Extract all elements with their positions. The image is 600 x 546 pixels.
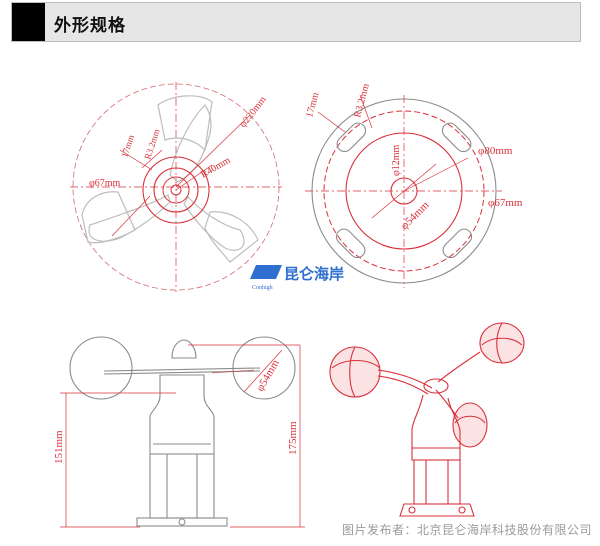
rotor-top-view — [70, 82, 282, 292]
dim-height-151: 151mm — [53, 430, 65, 464]
plate-dim-outer: φ80mm — [478, 145, 513, 157]
image-caption: 图片发布者：北京昆仑海岸科技股份有限公司 — [341, 523, 592, 537]
technical-drawings: φ220mm R40mm φ67mm 17mm R3.2mm 17mm R3.2… — [53, 82, 525, 528]
section-title: 外形规格 — [54, 16, 126, 36]
dim-slot-radius: R3.2mm — [142, 128, 161, 161]
plate-dim-slot-radius: R3.2mm — [352, 82, 372, 119]
perspective-view — [329, 322, 525, 517]
brand-logo: 昆仑海岸 Conhigh — [250, 265, 344, 291]
logo-sub-text: Conhigh — [252, 285, 273, 291]
plate-dim-slot-width: 17mm — [304, 91, 321, 119]
header-accent-bar — [12, 3, 45, 41]
side-view — [69, 336, 296, 527]
base-plate-view — [305, 94, 502, 288]
dim-outer-diameter: φ220mm — [238, 94, 269, 130]
dim-radius: R40mm — [199, 155, 233, 181]
dim-cup-diameter: φ54mm — [254, 357, 282, 393]
plate-dim-hub: φ67mm — [488, 197, 523, 209]
plate-dim-center: φ12mm — [391, 144, 402, 176]
logo-brand-text: 昆仑海岸 — [284, 265, 344, 283]
dim-hub-diameter: φ67mm — [89, 178, 121, 189]
side-view-dimensions — [60, 344, 305, 528]
section-header: 外形规格 — [11, 2, 581, 42]
dim-slot-width: 17mm — [119, 134, 136, 159]
dim-height-175: 175mm — [287, 421, 299, 455]
